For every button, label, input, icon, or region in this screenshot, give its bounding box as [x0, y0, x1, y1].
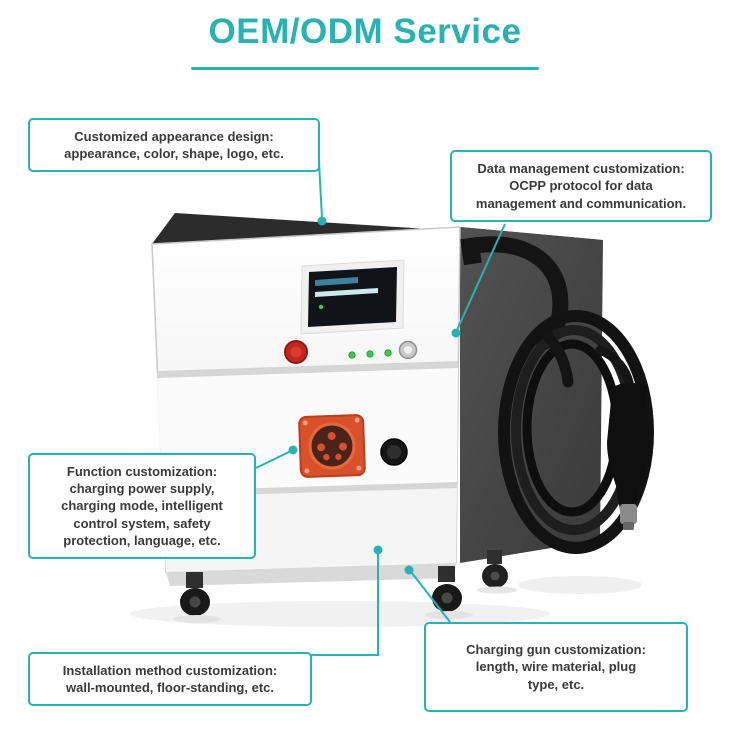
- callout-line-appearance: [318, 161, 323, 219]
- callout-charging-gun: Charging gun customization: length, wire…: [424, 622, 688, 712]
- callout-function: Function customization: charging power s…: [28, 453, 256, 559]
- charging-gun: [607, 382, 651, 510]
- page-title: OEM/ODM Service: [208, 12, 522, 51]
- caster-wheel-rear: [477, 550, 517, 594]
- indicator-led: [348, 351, 356, 359]
- callout-dot-appearance: [317, 216, 327, 226]
- display-content-bar: [315, 288, 378, 297]
- display-status-dot: [318, 304, 324, 310]
- cable-holder: [464, 236, 569, 350]
- title-underline: [191, 67, 539, 70]
- callout-line-installation: [311, 553, 379, 656]
- caster-wheel-right: [425, 566, 473, 619]
- callout-dot-function: [288, 445, 298, 455]
- machine-top-face: [152, 213, 603, 244]
- callout-line-data: [456, 223, 506, 331]
- emergency-stop-cap: [290, 346, 302, 358]
- callout-installation: Installation method customization: wall-…: [28, 652, 312, 706]
- display-content-bar: [315, 277, 358, 286]
- panel-seam-upper: [157, 361, 458, 378]
- indicator-led: [384, 349, 392, 357]
- indicator-led: [366, 350, 374, 358]
- charging-socket: [298, 414, 366, 478]
- callout-dot-data: [451, 328, 461, 338]
- floor-shadow-cable: [518, 576, 642, 594]
- charging-gun-nozzle: [623, 522, 634, 530]
- callout-line-gun: [411, 572, 451, 623]
- callout-dot-installation: [373, 545, 383, 555]
- machine-base: [166, 563, 456, 586]
- display-screen: [308, 267, 397, 327]
- callout-data-management: Data management customization: OCPP prot…: [450, 150, 712, 222]
- aux-connector-core: [387, 445, 401, 459]
- callout-line-function: [255, 450, 292, 469]
- charging-gun-tip: [620, 504, 637, 524]
- key-switch-core: [404, 346, 412, 354]
- caster-wheel-left: [173, 572, 221, 623]
- callout-appearance: Customized appearance design: appearance…: [28, 118, 320, 172]
- callout-dot-gun: [404, 565, 414, 575]
